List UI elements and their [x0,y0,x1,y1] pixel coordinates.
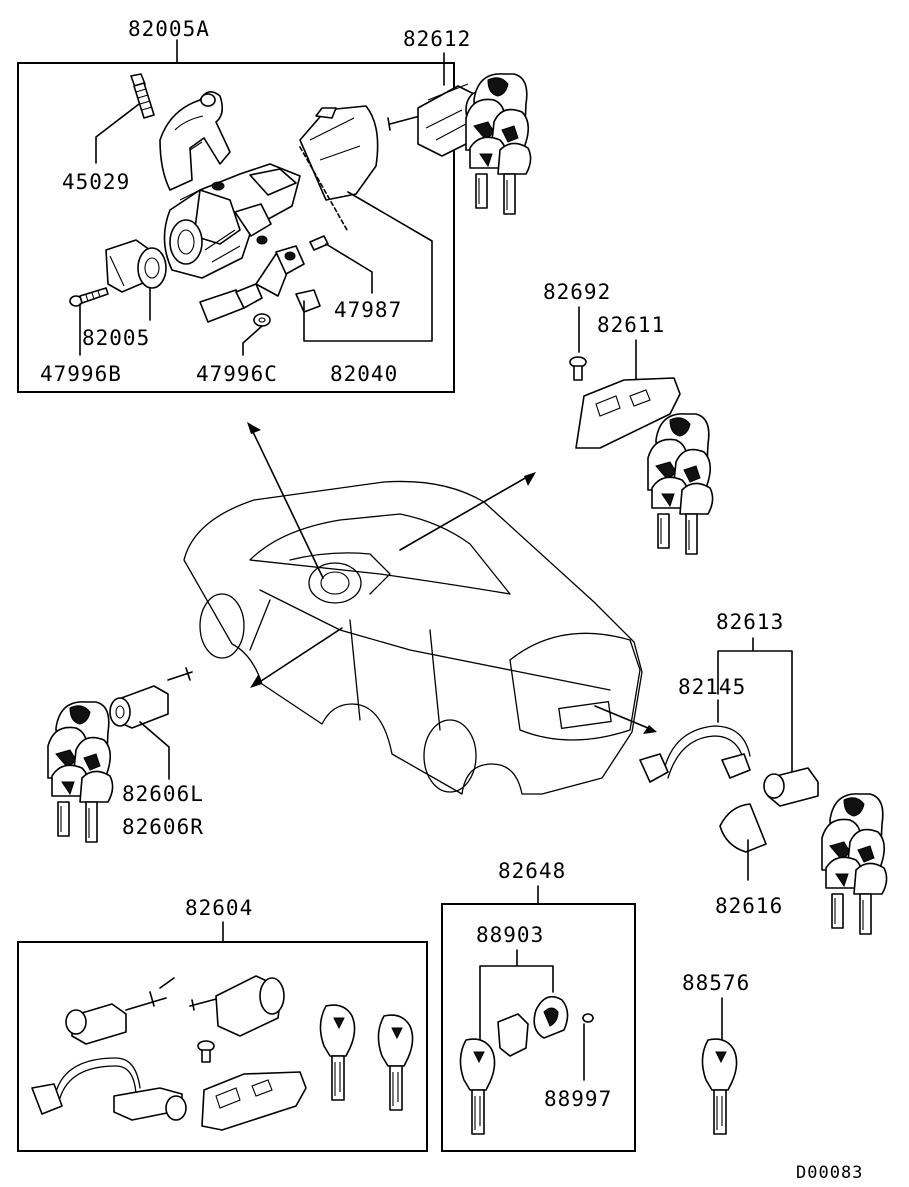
label-82616: 82616 [715,894,783,918]
ignition-key-cylinder-82005 [105,239,167,293]
label-82606R: 82606R [122,815,204,839]
steering-lock-housing [163,163,301,279]
lock-set-82604-group: 82604 [17,896,428,1152]
key-shell-88903 [497,1013,529,1057]
key-88576 [701,1038,738,1135]
cylinder-rod [387,115,421,131]
label-82613: 82613 [716,610,784,634]
label-47987: 47987 [334,298,402,322]
screw-88997 [582,1013,594,1023]
leader-dash-82040 [299,146,348,231]
label-45029: 45029 [62,170,130,194]
door-lock-cylinder-82606-group: 82606L 82606R [47,667,204,843]
label-82005A: 82005A [128,17,210,41]
diagram-id: D00083 [796,1163,863,1183]
label-88576: 88576 [682,971,750,995]
ignition-switch-connector [199,245,321,323]
leader-88903 [479,949,554,1041]
screw-47996C [253,313,271,327]
key-set-frame [441,903,636,1152]
screw-47996B [69,287,109,307]
set-tailgate-rod [55,1057,141,1093]
car-steering-wheel [308,562,362,604]
label-82692: 82692 [543,280,611,304]
blank-key-88576-group: 88576 [682,971,750,1135]
set-door-rod [125,977,175,1011]
keys-82612 [465,73,532,215]
label-82145: 82145 [678,675,746,699]
car-body-outline [183,480,643,795]
ignition-switch-assembly-group: 82005A 45029 [17,17,455,393]
keys-82606 [47,701,114,843]
car-dashboard [289,552,391,595]
arrow-to-door [257,627,343,684]
leader-47996C [242,325,263,356]
label-88903: 88903 [476,923,544,947]
bolt-45029 [130,73,155,119]
pin-47987 [309,235,329,251]
key-set-82612-group: 82612 [387,27,532,215]
label-47996C: 47996C [196,362,278,386]
car-door-lines [249,599,441,731]
set-glovebox-lock [201,1071,307,1131]
label-88997: 88997 [544,1087,612,1111]
steering-lock-cover [159,91,231,191]
arrow-to-glovebox [399,476,528,551]
rod-clip-right [721,753,751,779]
car-tailgate [509,632,641,741]
set-door-cylinder [71,1003,127,1045]
leader-82040 [303,191,433,342]
car-front-wheel [199,593,245,659]
rod-clip-left [639,753,669,783]
label-82005: 82005 [82,326,150,350]
car-beltline [259,589,611,691]
tailgate-rod-82145 [663,725,751,771]
label-82612: 82612 [403,27,471,51]
vehicle-illustration [183,480,643,795]
ignition-assembly-frame [17,62,455,393]
label-82648: 82648 [498,859,566,883]
retainer-82616 [719,803,767,853]
key-set-82648-group: 82648 88903 88997 [441,859,636,1152]
leader-82606 [139,721,170,780]
tailgate-lock-82613-group: 82613 82145 82616 [639,610,888,935]
label-82611: 82611 [597,313,665,337]
set-key-2 [377,1014,414,1111]
label-47996B: 47996B [40,362,122,386]
switch-cover-82040 [299,105,379,201]
glove-box-lock-82611 [575,377,681,449]
leader-45029 [95,103,140,164]
label-82040: 82040 [330,362,398,386]
keys-82611 [647,413,714,555]
set-ignition-rod [189,997,221,1011]
leader-82613 [717,637,793,781]
arrow-to-tailgate [594,705,649,729]
keys-82613 [821,793,888,935]
key-set-82611-group: 82692 82611 [543,280,714,555]
label-82606L: 82606L [122,782,204,806]
label-82604: 82604 [185,896,253,920]
screw-82692 [569,356,587,381]
pointer-arrows [247,422,657,734]
lock-set-frame [17,941,428,1152]
key-88903 [459,1038,496,1135]
set-key-1 [319,1004,356,1101]
leader-47987 [325,243,373,294]
car-rear-wheel [423,719,477,793]
car-license-plate [558,700,612,730]
door-cylinder-rod [167,667,193,681]
arrow-to-ignition [252,431,324,579]
car-windshield [249,513,511,595]
